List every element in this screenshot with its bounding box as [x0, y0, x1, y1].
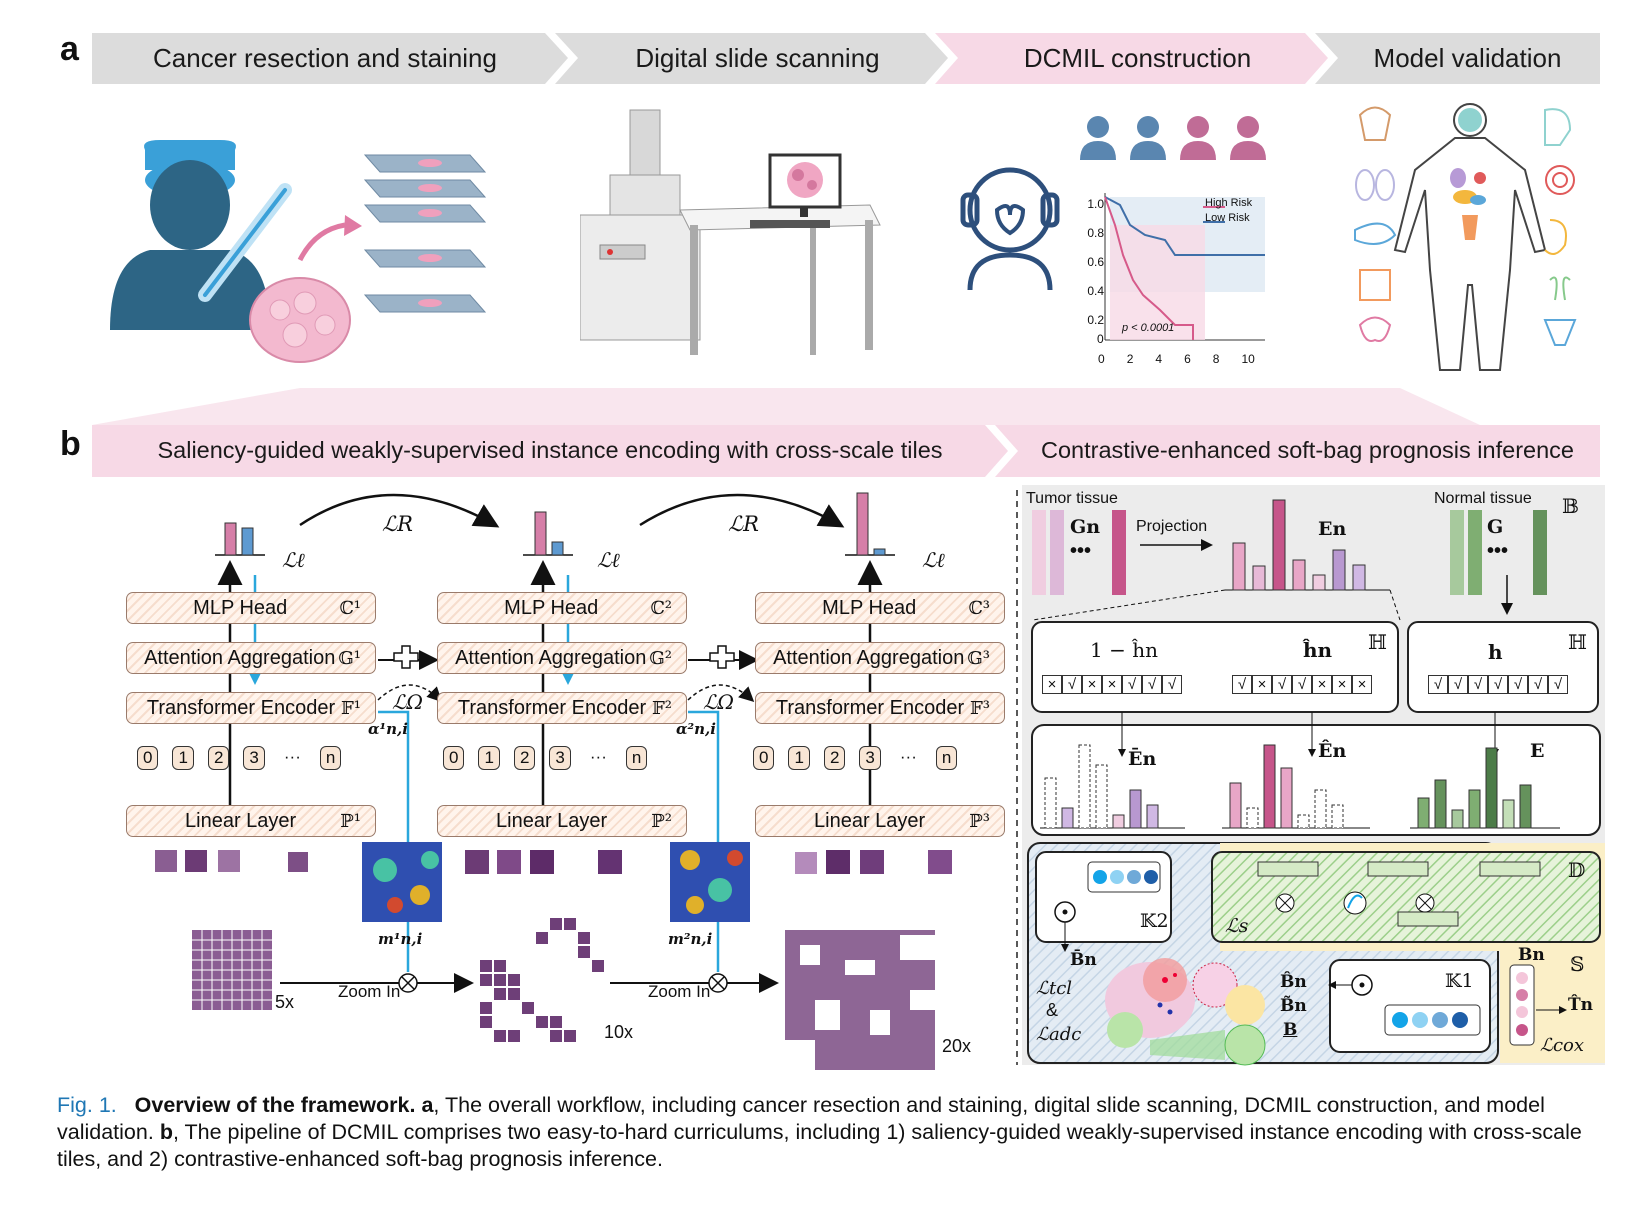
glass-slides-icon: [363, 154, 487, 313]
loss-s: ℒs: [1225, 915, 1249, 937]
e-label: E: [1530, 740, 1545, 762]
tissue-blob-icon: [249, 277, 351, 363]
patient-group-icons: [1080, 116, 1266, 160]
loss-l-3: ℒℓ: [922, 548, 945, 572]
loss-r-1: ℒR: [382, 512, 413, 536]
mask-m1: m¹n,i: [378, 930, 423, 948]
tumor-tissue-label: Tumor tissue: [1026, 490, 1118, 507]
mask-row-1: ×√××√√√: [1042, 675, 1182, 694]
caption-text-b: , The pipeline of DCMIL comprises two ea…: [57, 1120, 1582, 1171]
hhat-label: ĥn: [1303, 638, 1333, 662]
hilbert-symbol-2: ℍ: [1568, 630, 1587, 654]
ehat-label: Ên: [1318, 740, 1347, 762]
gn-dots: •••: [1070, 540, 1092, 562]
km-legend-low: Low Risk: [1205, 212, 1250, 224]
scale-5x: 5x: [275, 992, 295, 1012]
loss-tcl: ℒtcl: [1036, 978, 1073, 999]
scale-10x: 10x: [604, 1022, 634, 1042]
btilde-label: B̃n: [1280, 996, 1307, 1016]
stage-dcmil-construction: DCMIL construction: [1023, 42, 1252, 73]
km-survival-plot: [1104, 193, 1265, 341]
right-pipeline-title: Contrastive-enhanced soft-bag prognosis …: [1041, 436, 1574, 463]
caption-text-a: , The overall workflow, including cancer…: [57, 1093, 1545, 1144]
bbar-label: B̄n: [1070, 950, 1097, 970]
ebar-label: Ēn: [1128, 748, 1157, 770]
bag-symbol-b: 𝔹: [1562, 494, 1579, 518]
loss-r-2: ℒR: [728, 512, 759, 536]
one-minus-h-label: 1 − ĥn: [1090, 638, 1158, 662]
bhat-label: B̂n: [1280, 972, 1307, 992]
loss-cox: ℒcox: [1540, 1035, 1585, 1056]
gn-label: Gn: [1070, 516, 1101, 538]
scanner-illustration: [580, 109, 881, 355]
h-label: h: [1488, 640, 1503, 664]
en-label: En: [1318, 518, 1347, 540]
left-pipeline-title: Saliency-guided weakly-supervised instan…: [157, 436, 943, 463]
caption-b-label: b: [159, 1120, 173, 1144]
tn-label: T̂n: [1568, 995, 1594, 1015]
panel-a-label: a: [60, 30, 79, 68]
loss-ampersand: &: [1046, 1000, 1059, 1020]
g-dots: •••: [1487, 540, 1509, 562]
loss-omega-2: ℒΩ: [703, 690, 734, 714]
alpha-1: α¹n,i: [368, 720, 408, 738]
bn-label: Bn: [1518, 945, 1545, 965]
km-legend-high: High Risk: [1205, 197, 1253, 209]
projection-label: Projection: [1136, 518, 1208, 535]
ai-head-icon: [960, 167, 1060, 291]
scale-20x: 20x: [942, 1036, 972, 1056]
kernel-k1: 𝕂1: [1445, 970, 1474, 992]
stage-cancer-resection: Cancer resection and staining: [153, 42, 497, 73]
loss-l-2: ℒℓ: [597, 548, 620, 572]
hilbert-symbol-1: ℍ: [1368, 630, 1387, 654]
caption-fig-number: Fig. 1.: [57, 1093, 117, 1117]
km-ytick-0: 0: [1097, 332, 1104, 346]
km-pvalue: p < 0.0001: [1122, 322, 1175, 334]
symbol-s: 𝕊: [1570, 952, 1585, 976]
g-label: G: [1487, 516, 1504, 538]
kernel-k2: 𝕂2: [1140, 910, 1169, 932]
zoom-in-label-2: Zoom In: [648, 982, 711, 1001]
zoom-in-label-1: Zoom In: [338, 982, 401, 1001]
human-body-organs-illustration: [1354, 103, 1577, 371]
stage-slide-scanning: Digital slide scanning: [635, 42, 880, 73]
b-underline-label: B: [1283, 1020, 1298, 1040]
panel-b-label: b: [60, 425, 81, 463]
surgeon-illustration: [110, 140, 487, 363]
discriminator-d: 𝔻: [1568, 858, 1586, 882]
loss-adc: ℒadc: [1036, 1024, 1082, 1045]
loss-l-1: ℒℓ: [282, 548, 305, 572]
caption-a-label: a: [421, 1093, 434, 1117]
mask-row-3: √√√√√√√: [1428, 675, 1568, 694]
stage-model-validation: Model validation: [1373, 42, 1562, 73]
normal-tissue-label: Normal tissue: [1434, 490, 1532, 507]
loss-omega-1: ℒΩ: [392, 690, 423, 714]
figure-caption: Fig. 1. Overview of the framework. a, Th…: [57, 1092, 1602, 1173]
alpha-2: α²n,i: [676, 720, 716, 738]
caption-title: Overview of the framework.: [134, 1093, 416, 1117]
mask-row-2: √×√√×××: [1232, 675, 1372, 694]
mask-m2: m²n,i: [668, 930, 713, 948]
